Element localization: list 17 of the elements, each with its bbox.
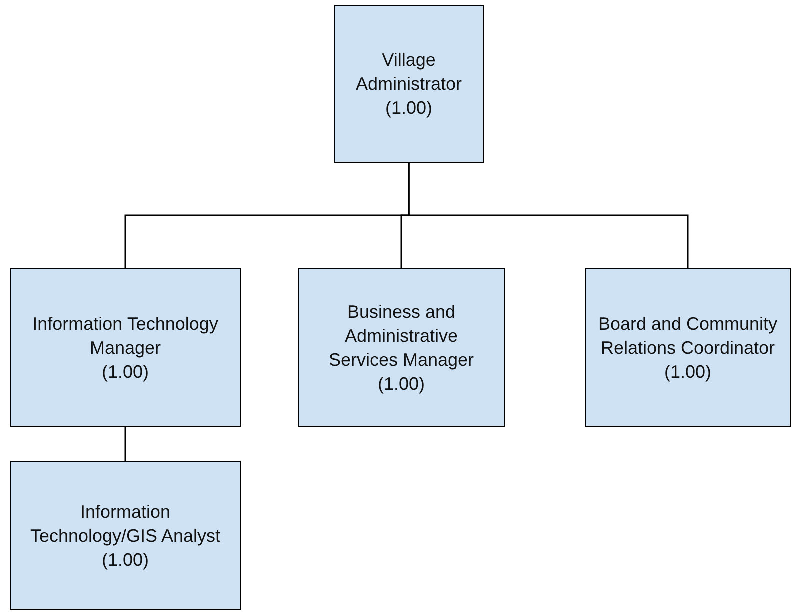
position-title: Board and Community Relations Coordinator [597,312,779,360]
position-box [334,5,484,163]
position-box [10,268,241,427]
fte-count: (1.00) [102,360,150,384]
fte-count: (1.00) [664,360,712,384]
position-title: Information Technology/GIS Analyst [29,500,222,548]
fte-count: (1.00) [385,97,433,120]
fte-count: (1.00) [102,548,150,572]
position-box [298,268,505,427]
position-box [10,461,241,610]
position-box [585,268,791,427]
position-title: Information Technology Manager [32,312,220,360]
fte-count: (1.00) [378,372,426,396]
connector-line [124,427,126,461]
position-title: Village Administrator [354,49,464,96]
position-title: Business and Administrative Services Manager [328,300,476,372]
connector-line [408,163,689,268]
